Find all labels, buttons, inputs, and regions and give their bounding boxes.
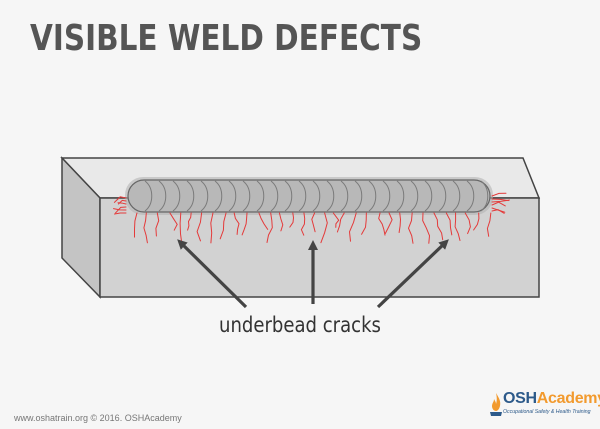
bead-ripple: [452, 180, 461, 212]
crack-line: [117, 202, 127, 205]
crack-line: [114, 212, 127, 215]
crack-line: [155, 212, 160, 237]
crack-line: [278, 212, 284, 232]
bead-ripple: [144, 180, 153, 212]
crack-line: [422, 212, 431, 244]
crack-line: [384, 212, 393, 234]
crack-line: [289, 212, 295, 228]
bead-ripple: [214, 180, 223, 212]
logo-part-osh: OSH: [503, 390, 537, 407]
pointer-arrows: [177, 239, 449, 309]
crack-line: [407, 212, 414, 244]
crack-line: [113, 196, 127, 203]
bead-ripple: [466, 180, 475, 212]
bead-ripple: [200, 180, 209, 212]
crack-line: [311, 212, 316, 233]
logo-tagline: Occupational Safety & Health Training: [503, 409, 591, 415]
bead-ripple: [284, 180, 293, 212]
crack-line: [464, 212, 471, 235]
weld-bead: [125, 177, 493, 215]
page-title: VISIBLE WELD DEFECTS: [30, 18, 423, 59]
crack-line: [445, 212, 453, 236]
crack-line: [196, 212, 203, 242]
bead-ripple: [480, 180, 489, 212]
underbead-cracks: [113, 192, 510, 245]
crack-line: [143, 212, 148, 244]
crack-line: [336, 212, 345, 233]
crack-line: [332, 212, 340, 228]
bead-ripple: [270, 180, 279, 212]
bead-ripple: [340, 180, 349, 212]
arrow-left: [177, 239, 248, 309]
crack-line: [491, 192, 507, 197]
crack-line: [266, 212, 273, 243]
logo-part-academy: Academy: [536, 390, 600, 407]
crack-line: [348, 212, 357, 242]
crack-line: [179, 212, 183, 245]
bead-ripples: [144, 180, 489, 212]
bead-ripple: [242, 180, 251, 212]
crack-line: [378, 212, 386, 236]
bead-ripple: [158, 180, 167, 212]
crack-line: [486, 212, 492, 237]
bead-ripple: [172, 180, 181, 212]
crack-line: [361, 212, 367, 235]
crack-line: [491, 199, 510, 203]
crack-line: [258, 212, 269, 230]
bead-ripple: [326, 180, 335, 212]
crack-line: [398, 212, 402, 233]
bead-ripple: [228, 180, 237, 212]
copyright-text: www.oshatrain.org © 2016. OSHAcademy: [14, 413, 182, 423]
bead-ripple: [256, 180, 265, 212]
crack-line: [169, 212, 178, 231]
crack-line: [491, 209, 505, 214]
bead-ripple: [410, 180, 419, 212]
underbead-cracks-label: underbead cracks: [219, 313, 381, 337]
crack-line: [320, 212, 328, 244]
bead-ripple: [382, 180, 391, 212]
crack-line: [491, 201, 506, 207]
crack-line: [433, 212, 444, 241]
crack-line: [300, 212, 306, 236]
flame-icon: [490, 393, 502, 416]
bead-ripple: [312, 180, 321, 212]
bead-ripple: [424, 180, 433, 212]
bead-ripple: [396, 180, 405, 212]
bead-ripple: [354, 180, 363, 212]
bead-ripple: [298, 180, 307, 212]
crack-line: [233, 212, 240, 235]
crack-line: [187, 212, 192, 231]
crack-line: [473, 212, 480, 231]
crack-line: [241, 212, 248, 236]
arrow-right: [376, 239, 449, 309]
bead-ripple: [186, 180, 195, 212]
crack-line: [134, 212, 138, 238]
logo-wordmark: OSHAcademy: [503, 390, 600, 408]
crack-line: [454, 212, 461, 241]
crack-line: [115, 206, 127, 214]
crack-line: [113, 208, 127, 211]
oshacademy-logo: OSHAcademy Occupational Safety & Health …: [489, 388, 600, 422]
bead-ripple: [438, 180, 447, 212]
crack-line: [219, 212, 227, 240]
bead-ripple: [368, 180, 377, 212]
crack-line: [210, 212, 214, 244]
